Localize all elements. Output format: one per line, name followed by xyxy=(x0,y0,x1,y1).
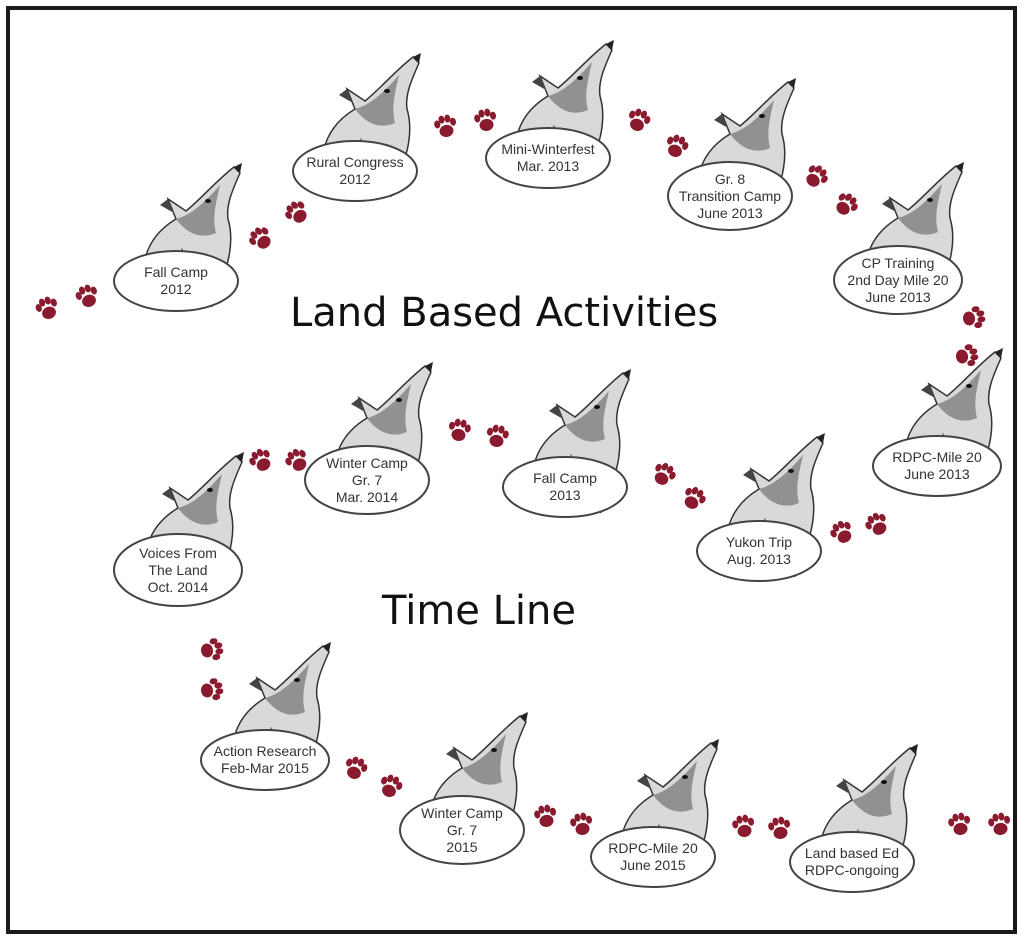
paw-print-icon xyxy=(434,114,457,137)
event-bubble xyxy=(667,161,793,231)
paw-print-icon xyxy=(201,678,224,701)
paw-print-icon xyxy=(570,812,593,835)
paw-print-icon xyxy=(768,816,791,839)
paw-print-icon xyxy=(654,462,676,485)
diagram-frame xyxy=(6,6,1017,934)
event-bubble xyxy=(789,831,915,893)
event-bubble xyxy=(696,520,822,582)
paw-print-icon xyxy=(346,756,368,779)
paw-print-icon xyxy=(285,448,307,471)
paw-print-icon xyxy=(381,774,403,797)
paw-print-icon xyxy=(474,108,497,131)
paw-print-icon xyxy=(988,812,1011,835)
paw-print-icon xyxy=(201,638,224,661)
paw-print-icon xyxy=(35,296,57,319)
paw-print-icon xyxy=(684,486,706,509)
paw-print-icon xyxy=(249,227,271,249)
event-bubble xyxy=(113,250,239,312)
paw-print-icon xyxy=(830,520,852,543)
event-bubble xyxy=(399,795,525,865)
paw-print-icon xyxy=(534,804,557,827)
event-bubble xyxy=(292,140,418,202)
paw-print-icon xyxy=(865,512,887,535)
paw-print-icon xyxy=(836,193,858,215)
paw-print-icon xyxy=(249,448,271,471)
event-bubble xyxy=(833,245,963,315)
paw-print-icon xyxy=(667,134,689,157)
paw-print-icon xyxy=(963,306,986,329)
paw-print-icon xyxy=(806,165,828,187)
paw-print-icon xyxy=(285,201,307,223)
event-bubble xyxy=(485,127,611,189)
event-bubble xyxy=(200,729,330,791)
paw-print-icon xyxy=(629,108,651,131)
paw-print-icon xyxy=(732,814,755,837)
event-bubble xyxy=(590,826,716,888)
diagram-title: Land Based Activities xyxy=(290,290,719,336)
paw-print-icon xyxy=(448,418,471,441)
paw-print-icon xyxy=(956,344,979,367)
event-bubble xyxy=(502,456,628,518)
diagram-subtitle: Time Line xyxy=(382,588,576,634)
event-bubble xyxy=(304,445,430,515)
paw-print-icon xyxy=(948,812,971,835)
paw-print-icon xyxy=(486,424,509,447)
paw-print-icon xyxy=(75,284,97,307)
event-bubble xyxy=(872,435,1002,497)
event-bubble xyxy=(113,533,243,607)
